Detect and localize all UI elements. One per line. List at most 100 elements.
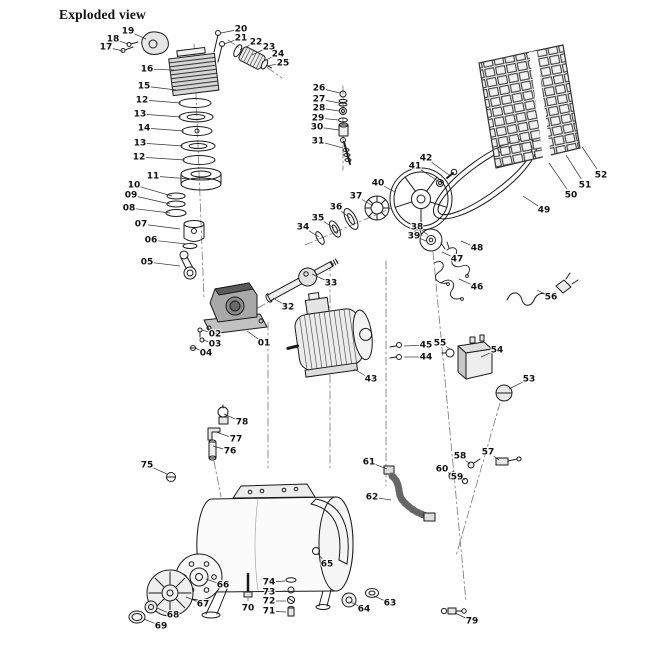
leader-line-55 [445,346,453,351]
part-label-59: 59 [451,473,464,483]
pulley [414,226,443,252]
part-label-48: 48 [471,244,484,254]
leader-line-24 [261,56,272,63]
part-label-18: 18 [107,35,120,45]
electric-motor [286,292,373,378]
motor-bolts [389,342,402,360]
part-label-21: 21 [235,34,248,44]
part-label-27: 27 [313,95,326,105]
part-label-10: 10 [128,181,141,191]
leader-line-27 [325,100,340,104]
leader-line-21 [223,39,235,45]
part-label-12: 12 [133,153,146,163]
part-label-09: 09 [125,191,138,201]
part-label-30: 30 [311,123,324,133]
bolt-icon [450,168,458,176]
leader-line-12 [145,157,186,161]
leader-line-14 [150,128,185,132]
leader-line-65 [317,553,323,560]
drain-parts [243,572,297,617]
part-label-25: 25 [277,59,290,69]
leader-line-69 [143,618,155,624]
leader-line-59 [463,479,466,481]
part-labels: 0102030405060708091011121213131415161718… [99,24,609,633]
leader-line-76 [212,445,224,450]
tank-caps [341,588,467,615]
part-label-64: 64 [358,605,371,615]
leader-line-53 [508,381,523,390]
part-label-28: 28 [313,104,326,114]
part-label-73: 73 [263,588,276,598]
leader-line-35 [323,221,335,229]
piston [182,220,205,249]
part-label-78: 78 [236,418,249,428]
leader-line-64 [350,601,358,607]
part-label-70: 70 [242,604,255,614]
leader-line-49 [522,195,539,207]
leader-line-13 [146,114,182,118]
leader-line-22 [239,44,250,51]
part-label-68: 68 [167,611,180,621]
part-label-50: 50 [565,191,578,201]
leader-line-78 [223,413,236,420]
part-label-33: 33 [325,279,338,289]
piston-rings [165,192,187,217]
leader-line-05 [153,262,181,267]
leader-line-07 [147,224,181,230]
head-bolts [213,30,225,63]
part-label-29: 29 [312,114,325,124]
leader-line-30 [323,127,340,131]
part-label-03: 03 [209,340,222,350]
leader-line-43 [353,368,366,376]
screw-icon [126,42,132,47]
part-label-65: 65 [321,560,334,570]
washer-icon [436,179,444,187]
power-cord [506,272,579,306]
leader-line-62 [378,497,392,501]
part-label-66: 66 [217,581,230,591]
leader-line-08 [135,208,171,214]
leader-line-34 [308,230,320,238]
part-label-71: 71 [263,607,276,617]
part-label-46: 46 [471,283,484,293]
part-label-19: 19 [122,27,135,37]
flywheel [389,167,458,231]
part-label-54: 54 [491,346,504,356]
part-label-56: 56 [545,293,558,303]
part-label-52: 52 [595,171,608,181]
part-label-37: 37 [350,192,363,202]
leader-line-09 [137,196,171,205]
part-label-17: 17 [100,43,113,53]
part-label-32: 32 [282,303,295,313]
valve-plate-stack [178,98,216,165]
diagram-title: Exploded view [59,7,146,22]
part-label-40: 40 [372,179,385,189]
leader-line-39 [420,238,427,242]
part-label-57: 57 [482,448,495,458]
leader-line-26 [325,89,341,94]
leader-line-02 [201,329,209,333]
part-label-15: 15 [138,82,151,92]
crankshaft [265,258,339,303]
bolt-icon [197,327,203,333]
leader-line-52 [581,146,598,170]
part-label-74: 74 [263,578,276,588]
bearing [364,195,390,221]
leader-line-48 [460,240,471,246]
part-label-35: 35 [312,214,325,224]
wiring-harness [433,241,470,301]
leader-line-74 [275,580,286,582]
part-label-20: 20 [235,25,248,35]
leader-line-04 [194,347,200,351]
leader-line-25 [266,63,277,67]
leader-line-06 [157,240,188,245]
belt-guard-grille [478,44,581,169]
fitting-icon [445,348,455,358]
cylinder-sleeve [180,167,222,191]
connecting-rod [179,250,197,280]
leader-line-19 [134,33,147,40]
leader-line-40 [384,185,396,193]
part-label-16: 16 [141,65,154,75]
part-label-31: 31 [312,137,325,147]
